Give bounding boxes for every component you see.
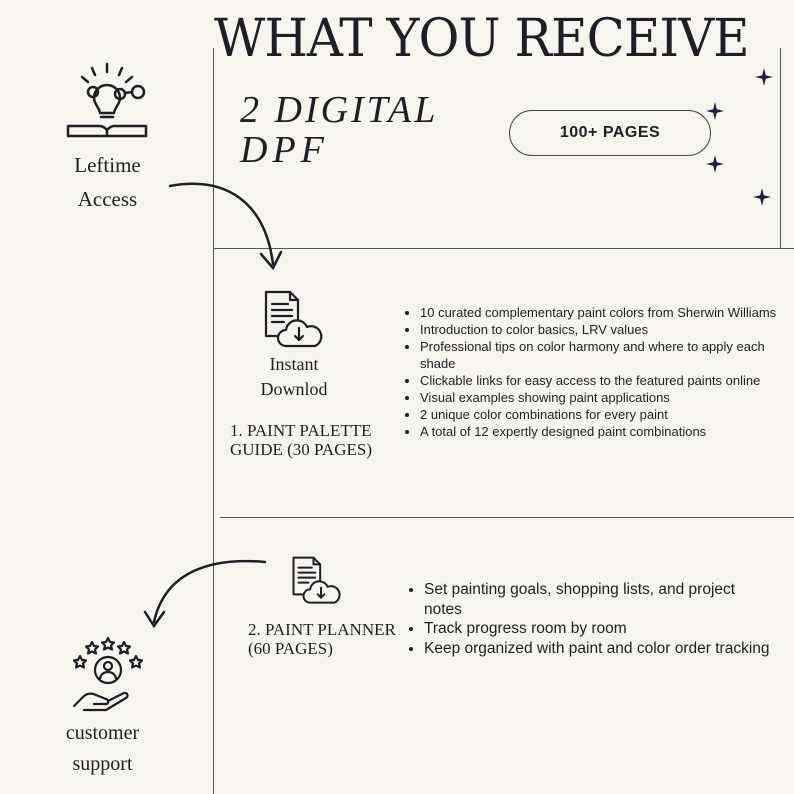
list-item: 2 unique color combinations for every pa… <box>420 406 780 423</box>
document-cloud-download-icon <box>292 556 341 604</box>
list-item: Visual examples showing paint applicatio… <box>420 389 780 406</box>
horizontal-divider-middle <box>220 517 794 518</box>
customer-support-line-1: customer <box>65 722 140 744</box>
curved-arrow-icon <box>143 559 267 629</box>
customer-support-line-2: support <box>72 753 133 775</box>
pages-badge: 100+ PAGES <box>509 110 711 156</box>
page-title: WHAT YOU RECEIVE <box>214 9 750 69</box>
instant-download-line-2: Downlod <box>260 379 328 399</box>
section-2-title-line-2: (60 PAGES) <box>248 639 333 658</box>
section-2-title: 2. PAINT PLANNER (60 PAGES) <box>248 620 398 658</box>
section-2-title-line-1: 2. PAINT PLANNER <box>248 620 396 639</box>
subtitle: 2 DIGITAL DPF <box>240 90 438 170</box>
list-item: A total of 12 expertly designed paint co… <box>420 423 780 440</box>
subtitle-line-2: DPF <box>240 129 329 171</box>
horizontal-divider-top <box>213 248 794 249</box>
sparkle-star-icon <box>755 68 773 86</box>
lifetime-access-label: Leftime Access <box>40 148 175 216</box>
list-item: 10 curated complementary paint colors fr… <box>420 304 780 321</box>
sparkle-star-icon <box>706 102 724 120</box>
lifetime-access-line-1: Leftime <box>74 153 141 177</box>
instant-download-line-1: Instant <box>269 354 319 374</box>
subtitle-line-1: 2 DIGITAL <box>240 89 439 131</box>
sparkle-star-icon <box>706 155 724 173</box>
vertical-divider-right <box>780 48 781 248</box>
lifetime-access-line-2: Access <box>77 187 138 211</box>
section-1-title-line-1: 1. PAINT PALETTE <box>230 421 372 440</box>
section-1-bullets: 10 curated complementary paint colors fr… <box>400 304 780 440</box>
list-item: Keep organized with paint and color orde… <box>424 639 774 659</box>
bullet-list: Set painting goals, shopping lists, and … <box>404 580 774 658</box>
section-1-title: 1. PAINT PALETTE GUIDE (30 PAGES) <box>230 421 390 459</box>
instant-download-label: Instant Downlod <box>235 352 353 402</box>
list-item: Professional tips on color harmony and w… <box>420 338 780 372</box>
section-2-bullets: Set painting goals, shopping lists, and … <box>404 580 774 658</box>
sparkle-star-icon <box>753 188 771 206</box>
list-item: Track progress room by room <box>424 619 774 639</box>
list-item: Clickable links for easy access to the f… <box>420 372 780 389</box>
curved-arrow-icon <box>168 182 283 271</box>
list-item: Set painting goals, shopping lists, and … <box>424 580 774 619</box>
document-cloud-download-icon <box>264 290 323 348</box>
bullet-list: 10 curated complementary paint colors fr… <box>400 304 780 440</box>
list-item: Introduction to color basics, LRV values <box>420 321 780 338</box>
customer-support-label: customer support <box>40 718 165 780</box>
vertical-divider-left <box>213 48 214 794</box>
customer-support-hand-stars-icon <box>72 636 144 712</box>
lightbulb-book-icon <box>66 62 148 138</box>
section-1-title-line-2: GUIDE (30 PAGES) <box>230 440 372 459</box>
